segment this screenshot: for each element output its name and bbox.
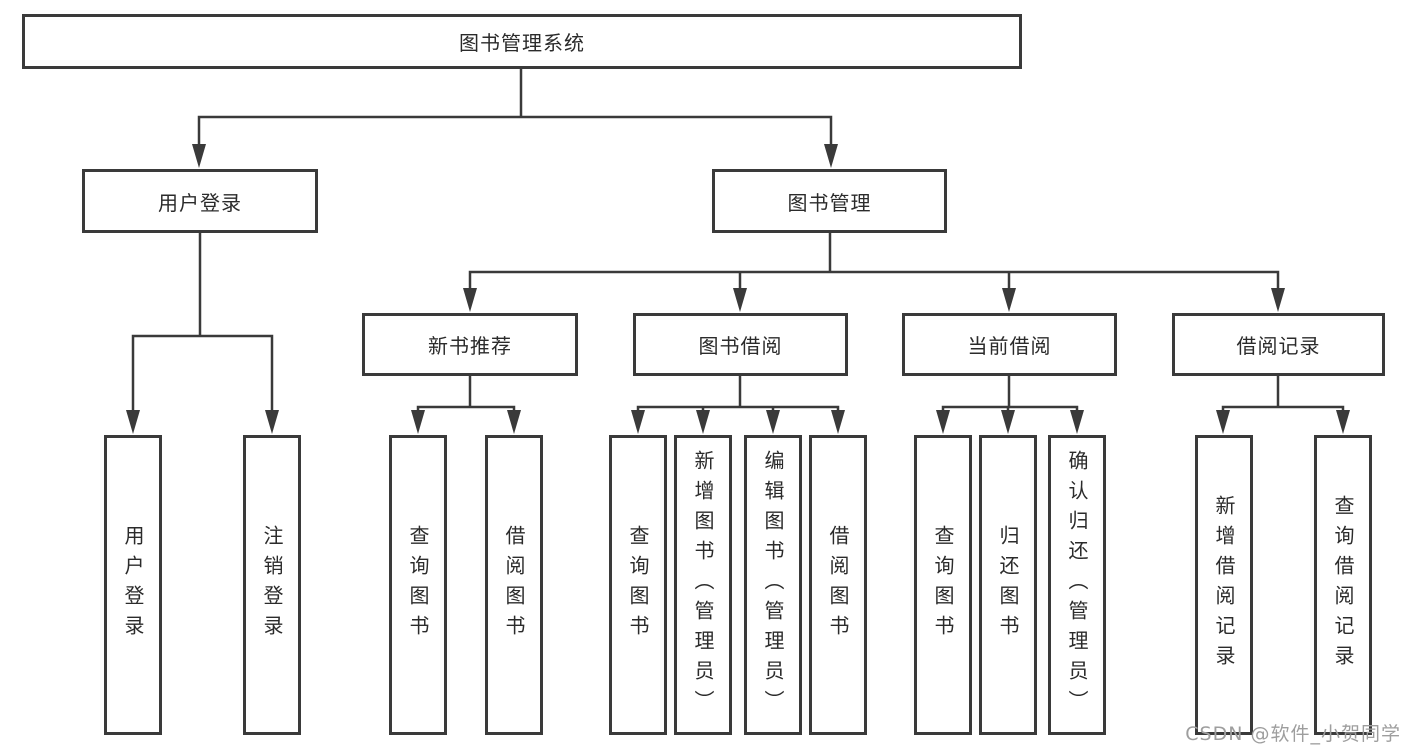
leaf-borrow-books-borrowing-label: 借阅图书 — [826, 525, 850, 645]
leaf-edit-book-admin-label: 编辑图书（管理员） — [761, 450, 785, 720]
leaf-user-login: 用户登录 — [104, 435, 162, 735]
node-current-borrowing: 当前借阅 — [902, 313, 1117, 376]
leaf-query-borrow-record-label: 查询借阅记录 — [1331, 495, 1355, 675]
leaf-query-books-current: 查询图书 — [914, 435, 972, 735]
leaf-user-login-label: 用户登录 — [121, 525, 145, 645]
node-new-book-recommendation: 新书推荐 — [362, 313, 578, 376]
leaf-return-book-label: 归还图书 — [996, 525, 1020, 645]
leaf-borrow-books-recommend-label: 借阅图书 — [502, 525, 526, 645]
leaf-query-books-borrowing: 查询图书 — [609, 435, 667, 735]
leaf-add-book-admin: 新增图书（管理员） — [674, 435, 732, 735]
node-library-management-system: 图书管理系统 — [22, 14, 1022, 69]
leaf-query-books-recommend-label: 查询图书 — [406, 525, 430, 645]
node-user-login: 用户登录 — [82, 169, 318, 233]
node-book-borrowing: 图书借阅 — [633, 313, 848, 376]
node-borrowing-records: 借阅记录 — [1172, 313, 1385, 376]
leaf-borrow-books-recommend: 借阅图书 — [485, 435, 543, 735]
leaf-query-books-borrowing-label: 查询图书 — [626, 525, 650, 645]
leaf-logout-label: 注销登录 — [260, 525, 284, 645]
leaf-add-book-admin-label: 新增图书（管理员） — [691, 450, 715, 720]
leaf-add-borrow-record: 新增借阅记录 — [1195, 435, 1253, 735]
leaf-borrow-books-borrowing: 借阅图书 — [809, 435, 867, 735]
leaf-logout: 注销登录 — [243, 435, 301, 735]
node-book-management: 图书管理 — [712, 169, 947, 233]
leaf-query-borrow-record: 查询借阅记录 — [1314, 435, 1372, 735]
leaf-edit-book-admin: 编辑图书（管理员） — [744, 435, 802, 735]
leaf-confirm-return-admin: 确认归还（管理员） — [1048, 435, 1106, 735]
leaf-query-books-current-label: 查询图书 — [931, 525, 955, 645]
leaf-confirm-return-admin-label: 确认归还（管理员） — [1065, 450, 1089, 720]
leaf-add-borrow-record-label: 新增借阅记录 — [1212, 495, 1236, 675]
leaf-return-book: 归还图书 — [979, 435, 1037, 735]
leaf-query-books-recommend: 查询图书 — [389, 435, 447, 735]
watermark-text: CSDN @软件_小贺同学 — [1185, 723, 1401, 745]
